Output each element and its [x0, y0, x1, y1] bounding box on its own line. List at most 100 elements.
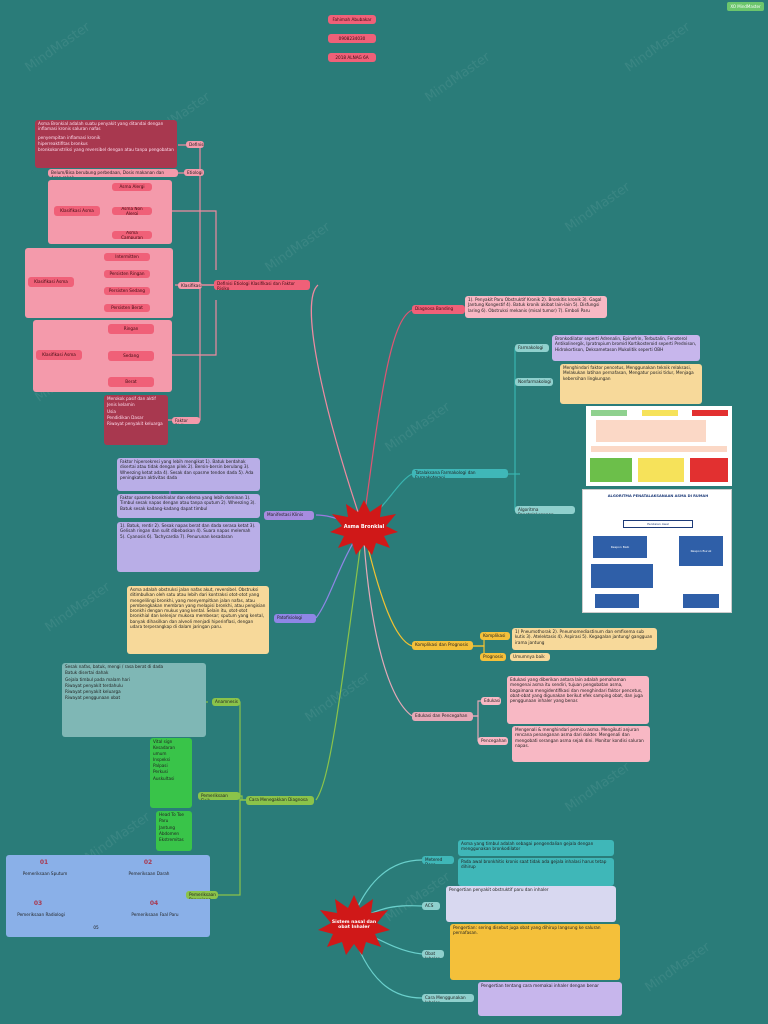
edukasi-text: Edukasi yang diberikan antara lain adala… [507, 676, 649, 724]
obat-inhaler-label[interactable]: Obat Inhaler [422, 950, 444, 958]
definisi-label[interactable]: Definisi [186, 141, 204, 148]
fisik-item: Palpasi [153, 763, 168, 768]
definisi-text: Asma Bronkial adalah suatu penyakit yang… [38, 121, 164, 132]
farmako-label[interactable]: Tatalaksana Farmakologi dan Farmakoterap… [412, 469, 508, 478]
penunjang-item: Pemeriksaan Sputum [22, 871, 68, 877]
flow-node [692, 410, 728, 416]
prognosis-text: Umumnya baik [510, 653, 550, 661]
nonfarmako-text: Menghindari faktor pencetus, Menggunakan… [560, 364, 702, 404]
fisik-item: Vital sign [153, 739, 173, 744]
manifestasi-p1: Faktor hipersekresi yang lebih mengikat … [117, 458, 260, 491]
edukasi-label[interactable]: Edukasi dan Pencegahan [412, 712, 473, 721]
header-name: Fahimah Abubakar [328, 15, 376, 24]
penunjang-number: 02 [143, 859, 153, 867]
klas1-name[interactable]: Klasifikasi Asma [54, 206, 100, 216]
obat-inhaler-text: Pengertian: sering disebut juga obat yan… [450, 924, 620, 980]
penunjang-item: Pemeriksaan Faal Paru [131, 912, 179, 918]
prognosis-label[interactable]: Prognosis [480, 653, 506, 661]
center-topic-burst[interactable] [330, 500, 398, 555]
fisik-item: Perkusi [153, 769, 168, 775]
etiologi-label[interactable]: Etiologi [184, 169, 204, 176]
klas2-item[interactable]: Persisten Sedang [104, 287, 150, 295]
edukasi-sublabel[interactable]: Edukasi [481, 697, 501, 705]
acs-label[interactable]: ACS [422, 902, 440, 910]
penunjang-label[interactable]: Pemeriksaan Penunjang [186, 891, 218, 899]
klas1-item[interactable]: Asma Non Alergi [112, 207, 152, 215]
anamnesis-item: Riwayat penyakit terdahulu [65, 682, 123, 688]
klasifikasi-title[interactable]: Definisi Etiologi Klasifikasi dan Faktor… [214, 280, 310, 290]
farmakologi-label[interactable]: Farmakologi [515, 344, 549, 352]
anamnesis-item: Sesak nafas, batuk, mengi / rasa berat d… [65, 664, 164, 669]
mindmaster-badge[interactable]: XO MindMaster [727, 2, 764, 11]
farmakologi-text: Bronkodilator seperti Adrenalin, Epinefr… [552, 335, 700, 361]
klas3-item[interactable]: Ringan [108, 324, 154, 334]
algoritma-label[interactable]: Algoritma Penatalaksanaan [515, 506, 575, 514]
flowchart-image-1 [586, 406, 732, 486]
algorithm-good: Respon Baik [593, 536, 647, 558]
mdi-text-2: Pada awal bronkhitis kronis saat tidak a… [458, 858, 614, 886]
fisik-item-2: Ekstremitas [159, 837, 184, 842]
fisik-item-2: Abdomen [159, 830, 180, 836]
acs-text: Pengertian penyakit obstruktif paru dan … [446, 886, 616, 922]
penunjang-box: 01 Pemeriksaan Sputum 02 Pemeriksaan Dar… [6, 855, 210, 937]
algorithm-title: ALGORITMA PENATALAKSANAAN ASMA DI RUMAH [607, 494, 709, 498]
fisik-item: Inspeksi [153, 756, 171, 762]
diagnosis-label[interactable]: Cara Menegakkan Diagnosa [246, 796, 314, 805]
klas2-item[interactable]: Intermitten [104, 253, 150, 261]
mdi-text-1: Asma yang timbul adalah sebagai pengenda… [458, 840, 614, 856]
patofisiologi-label[interactable]: Patofisiologi [274, 614, 316, 623]
klas1-item[interactable]: Asma Campuran [112, 231, 152, 239]
fisik-box-2: Head To Toe Paru Jantung Abdomen Ekstrem… [156, 811, 192, 851]
klas3-name[interactable]: Klasifikasi Asma [36, 350, 82, 360]
fisik-item-2: Jantung [159, 824, 176, 830]
flow-node [690, 458, 728, 482]
manifestasi-p3: 1). Batuk, rentir 2). Sesak napas berat … [117, 522, 260, 572]
anamnesis-item: Riwayat penggunaan obat [65, 695, 121, 701]
anamnesis-item: Riwayat penyakit keluarga [65, 689, 121, 694]
diagnosa-banding-text: 1). Penyakit Paru Obstruktif Kronik 2). … [465, 296, 607, 318]
flow-node [591, 410, 627, 416]
komplikasi-label[interactable]: Komplikasi dan Prognosis [412, 641, 473, 650]
algorithm-bad: Respon Buruk [679, 536, 723, 566]
penunjang-number: 03 [33, 900, 43, 908]
klas1-item[interactable]: Asma Alergi [112, 183, 152, 191]
komplikasi-sublabel[interactable]: Komplikasi [480, 632, 510, 640]
klas2-item[interactable]: Persisten Ringan [104, 270, 150, 278]
faktor-risiko-label[interactable]: Faktor Risiko [172, 417, 200, 424]
penunjang-number: 01 [39, 859, 49, 867]
flowchart-image-2: ALGORITMA PENATALAKSANAAN ASMA DI RUMAH … [582, 489, 732, 613]
faktor-risiko-box: Merokok pasif dan aktif Jenis kelamin Us… [104, 395, 168, 445]
flow-node [590, 458, 632, 482]
klas3-item[interactable]: Berat [108, 377, 154, 387]
manifestasi-label[interactable]: Manifestasi Klinis [264, 511, 314, 520]
center-topic: Asma Bronkial [343, 524, 385, 530]
diagnosa-banding-label[interactable]: Diagnosa Banding [412, 305, 465, 314]
klas2-name[interactable]: Klasifikasi Asma [28, 277, 74, 287]
algorithm-node [591, 564, 653, 588]
manifestasi-p2: Faktor spasme bronkhiolar dan edema yang… [117, 494, 260, 518]
second-topic-burst[interactable] [318, 895, 390, 955]
pencegahan-label[interactable]: Pencegahan [478, 737, 508, 745]
klas3-item[interactable]: Sedang [108, 351, 154, 361]
penunjang-item: Pemeriksaan Radiologi [17, 912, 65, 918]
klasifikasi-label[interactable]: Klasifikasi [178, 282, 202, 289]
faktor-risiko-item: Pendidikan Dasar [107, 414, 144, 420]
faktor-risiko-item: Merokok pasif dan aktif [107, 396, 156, 401]
anamnesis-label[interactable]: Anamnesis [212, 698, 240, 706]
fisik-item: Auskultasi [153, 775, 175, 781]
definisi-bullet: bronkokonstriksi yang reversibel dengan … [38, 147, 174, 152]
algorithm-node [595, 594, 639, 608]
cara-inhaler-label[interactable]: Cara Menggunakan Inhaler [422, 994, 474, 1002]
penunjang-number: 04 [149, 900, 159, 908]
fisik-label[interactable]: Pemeriksaan Fisik [198, 792, 240, 800]
fisik-item: Kesadaran umum [153, 745, 176, 756]
mdi-label[interactable]: Metered Dose Inhaler [422, 856, 454, 864]
second-topic: Sistem nasal dan obat Inhaler [331, 920, 377, 930]
nonfarmako-label[interactable]: Nonfarmakologi [515, 378, 553, 386]
komplikasi-text: 1) Pneumothorak 2). Pneumomediastinum da… [512, 628, 657, 650]
definisi-bullet: hiperreaktifitas bronkus [38, 140, 88, 146]
klas2-item[interactable]: Persisten Berat [104, 304, 150, 312]
flow-node [642, 410, 678, 416]
flow-node [638, 458, 684, 482]
algorithm-step: Penilaian Awal [623, 520, 693, 528]
